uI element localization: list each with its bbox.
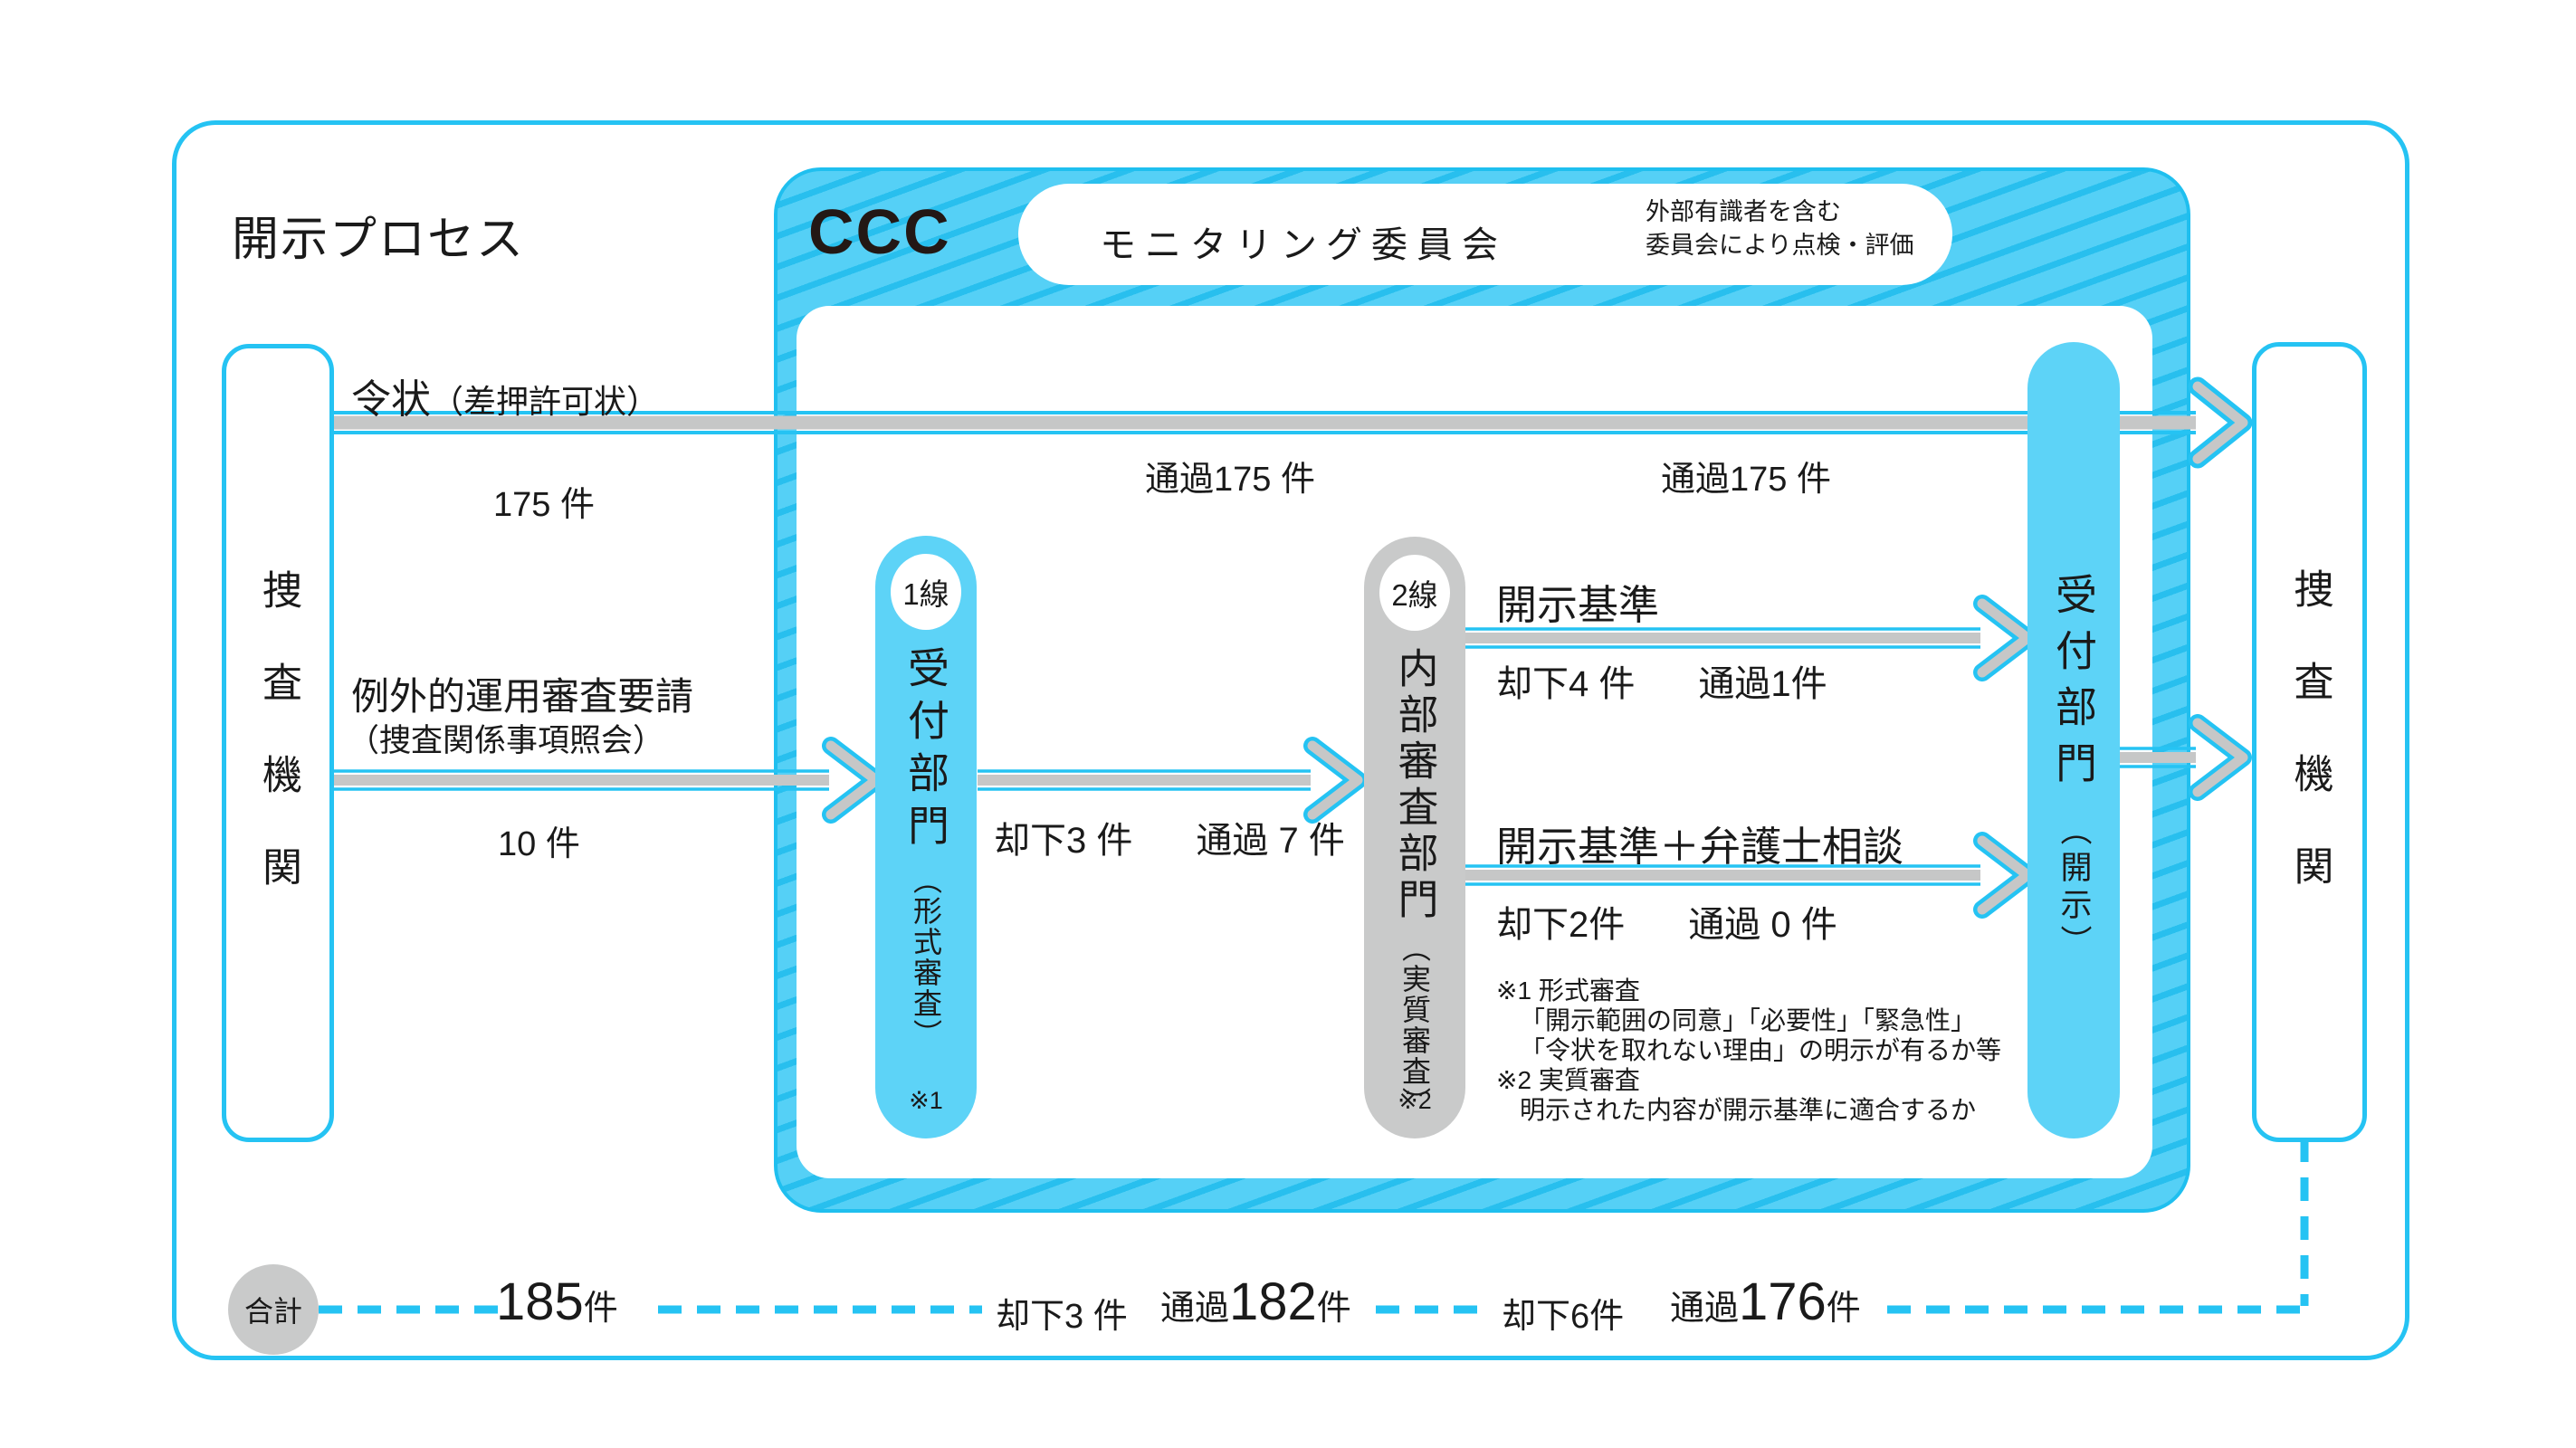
container-inner-panel [797, 306, 2152, 1178]
warrant-label-main: 令状 [351, 377, 431, 422]
line1-note-ref: ※1 [909, 1087, 943, 1114]
investigation-agency-box-right: 捜査機関 [2252, 342, 2367, 1142]
line1-result: 却下3 件 通過 7 件 [994, 811, 1345, 863]
exception-request-label: 例外的運用審査要請 [351, 675, 694, 718]
total-count-unit: 件 [583, 1290, 618, 1328]
exception-request-count: 10 件 [498, 825, 580, 863]
line2-internal-review-pill: 2線 内部審査部門 （実質審査） ※2 [1364, 537, 1465, 1138]
total-rejected-1: 却下3 件 [996, 1298, 1128, 1336]
criteria-label: 開示基準 [1496, 582, 1660, 628]
total-passed-1-prefix: 通過 [1160, 1290, 1230, 1328]
total-passed-2-number: 176 [1739, 1272, 1827, 1331]
total-passed-1-unit: 件 [1316, 1290, 1351, 1328]
line1-rejected: 却下3 件 [994, 821, 1133, 861]
exception-request-paren: （捜査関係事項照会） [348, 723, 665, 758]
total-passed-2-unit: 件 [1826, 1290, 1861, 1328]
ccc-logo: CCC [808, 196, 951, 267]
footnote-2-title: ※2 実質審査 [1496, 1066, 1640, 1094]
footnotes: ※1 形式審査 「開示範囲の同意」「必要性」「緊急性」 「令状を取れない理由」の… [1496, 976, 2001, 1125]
page-title: 開示プロセス [232, 214, 526, 266]
total-count: 185 件 [496, 1272, 618, 1332]
line1-reception-pill: 1線 受付部門 （形式審査） ※1 [875, 536, 977, 1138]
warrant-label-paren: （差押許可状） [431, 383, 660, 420]
criteria-lawyer-rejected: 却下2件 [1496, 905, 1626, 945]
committee-title: モニタリング委員会 [1100, 225, 1507, 265]
criteria-rejected: 却下4 件 [1496, 664, 1636, 704]
line1-badge: 1線 [891, 554, 961, 630]
criteria-passed: 通過1件 [1698, 664, 1827, 704]
footnote-1-line2: 「令状を取れない理由」の明示が有るか等 [1520, 1036, 2002, 1064]
line2-sub: （実質審査） [1398, 933, 1431, 1118]
criteria-lawyer-result: 却下2件 通過 0 件 [1496, 895, 1837, 948]
criteria-result: 却下4 件 通過1件 [1496, 654, 1827, 707]
warrant-count: 175 件 [493, 486, 595, 524]
line2-badge: 2線 [1379, 555, 1450, 631]
committee-note-line1: 外部有識者を含む [1646, 198, 1841, 225]
line2-name: 内部審査部門 [1391, 647, 1438, 924]
warrant-label: 令状（差押許可状） [351, 367, 659, 424]
line1-passed: 通過 7 件 [1196, 821, 1345, 861]
line1-sub: （形式審査） [910, 865, 942, 1050]
footnote-2-line1: 明示された内容が開示基準に適合するか [1520, 1096, 1977, 1124]
committee-header-pill [1018, 184, 1952, 285]
total-badge: 合計 [228, 1264, 319, 1355]
total-passed-2-prefix: 通過 [1670, 1290, 1740, 1328]
criteria-lawyer-passed: 通過 0 件 [1688, 905, 1837, 945]
disclosure-sub: （開示） [2056, 814, 2092, 962]
disclosure-name: 受付部門 [2050, 573, 2097, 797]
line2-note-ref: ※2 [1398, 1087, 1432, 1114]
agency-left-label: 捜査機関 [256, 569, 301, 938]
total-passed-1-number: 182 [1229, 1272, 1317, 1331]
total-passed-2: 通過 176 件 [1670, 1272, 1861, 1332]
footnote-1-line1: 「開示範囲の同意」「必要性」「緊急性」 [1520, 1006, 1977, 1034]
committee-note-line2: 委員会により点検・評価 [1646, 232, 1914, 259]
criteria-lawyer-label: 開示基準＋弁護士相談 [1496, 824, 1904, 870]
total-passed-1: 通過 182 件 [1160, 1272, 1351, 1332]
total-count-number: 185 [496, 1272, 584, 1331]
disclosure-reception-pill: 受付部門 （開示） [2027, 342, 2120, 1138]
agency-right-label: 捜査機関 [2287, 568, 2333, 938]
total-rejected-2: 却下6件 [1502, 1298, 1625, 1336]
line1-name: 受付部門 [902, 646, 949, 856]
footnote-1-title: ※1 形式審査 [1496, 976, 1640, 1005]
committee-note: 外部有識者を含む 委員会により点検・評価 [1646, 195, 1913, 262]
warrant-pass-mid: 通過175 件 [1145, 461, 1315, 499]
warrant-pass-right: 通過175 件 [1661, 461, 1831, 499]
investigation-agency-box-left: 捜査機関 [222, 344, 334, 1142]
